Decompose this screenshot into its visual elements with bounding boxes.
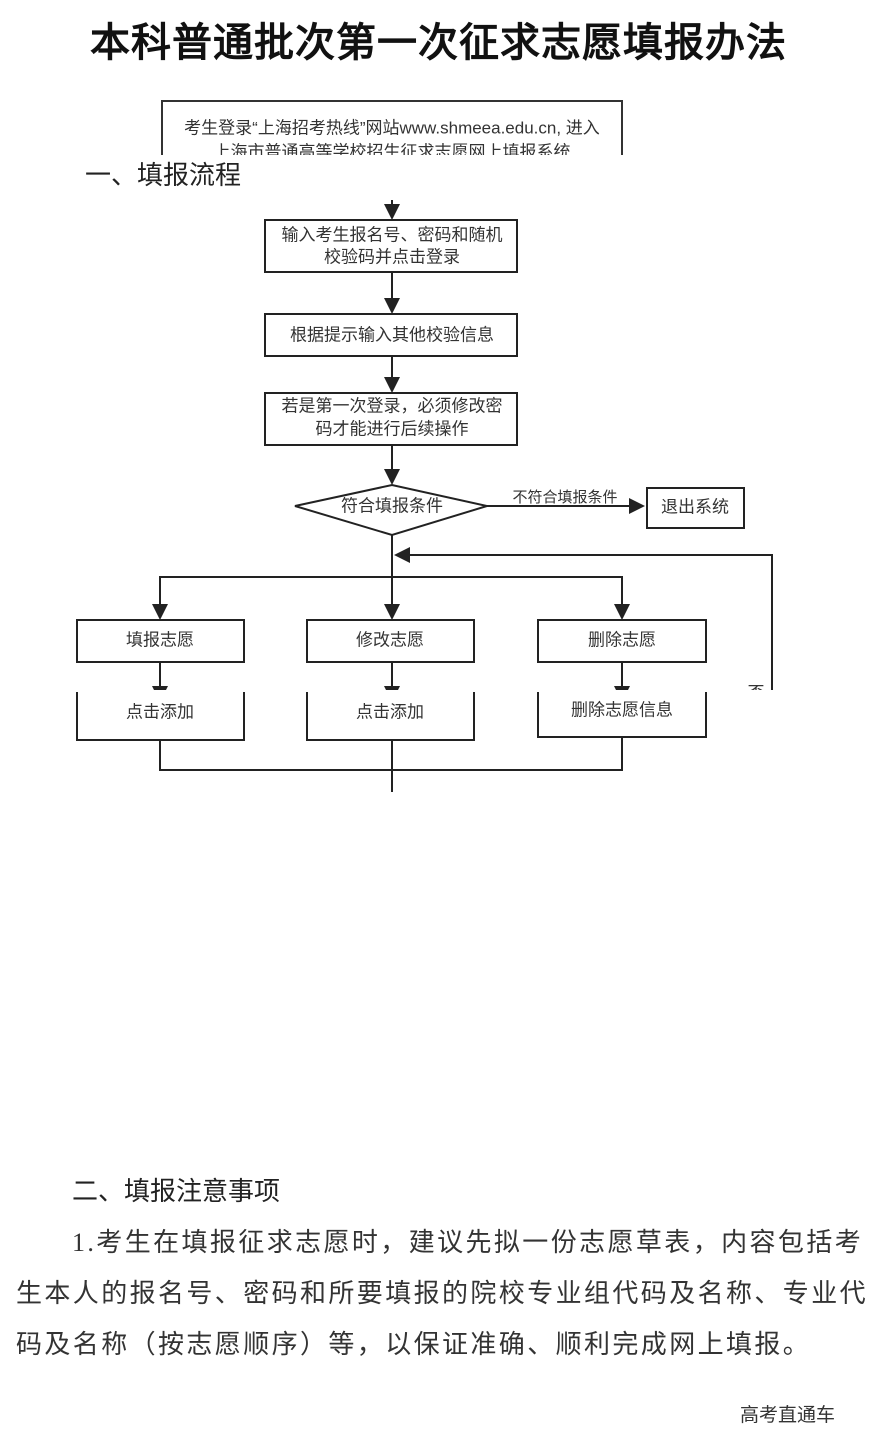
section2-heading: 二、填报注意事项 bbox=[72, 1176, 281, 1206]
flow-modify-action-text: 点击添加 bbox=[356, 702, 424, 721]
flow-step1-box bbox=[264, 219, 518, 273]
flow-delete-action-text: 删除志愿信息 bbox=[571, 700, 673, 719]
flow-delete-box bbox=[537, 619, 707, 663]
flow-modify-text: 修改志愿 bbox=[356, 630, 424, 649]
flow-modify-box bbox=[306, 619, 475, 663]
paragraph-line: 码及名称（按志愿顺序）等，以保证准确、顺利完成网上填报。 bbox=[16, 1330, 812, 1359]
flow-step2-text: 根据提示输入其他校验信息 bbox=[290, 325, 494, 344]
flow-decision-text: 符合填报条件 bbox=[341, 496, 443, 515]
flow-start-line2: 上海市普通高等学校招生征求志愿网上填报系统 bbox=[214, 142, 571, 161]
flow-exit-box bbox=[646, 487, 745, 529]
flow-step1-line1: 输入考生报名号、密码和随机 bbox=[282, 225, 503, 244]
flow-modify-action-box bbox=[306, 692, 475, 741]
flow-fill-action-text: 点击添加 bbox=[126, 702, 194, 721]
flow-fill-text: 填报志愿 bbox=[126, 630, 194, 649]
flow-delete-text: 删除志愿 bbox=[588, 630, 656, 649]
paragraph-line: 生本人的报名号、密码和所要填报的院校专业组代码及名称、专业代 bbox=[16, 1279, 869, 1308]
flow-step3-line1: 若是第一次登录，必须修改密 bbox=[282, 396, 503, 415]
flow-loop-line bbox=[394, 547, 773, 690]
flow-loop-label: 否 bbox=[748, 683, 765, 702]
flow-step1-line2: 校验码并点击登录 bbox=[324, 247, 460, 266]
flow-start-box: 考生登录“上海招考热线”网站www.shmeea.edu.cn, 进入 上海市普… bbox=[161, 100, 623, 161]
flow-no-label: 不符合填报条件 bbox=[512, 489, 617, 506]
flow-step2-box bbox=[264, 313, 518, 357]
flowchart: 考生登录“上海招考热线”网站www.shmeea.edu.cn, 进入 上海市普… bbox=[76, 100, 773, 792]
flow-start-line1: 考生登录“上海招考热线”网站www.shmeea.edu.cn, 进入 bbox=[184, 118, 600, 137]
flow-step3-line2: 码才能进行后续操作 bbox=[316, 419, 469, 438]
section1-heading: 一、填报流程 bbox=[85, 155, 248, 192]
page-title: 本科普通批次第一次征求志愿填报办法 bbox=[90, 20, 787, 65]
flow-branch-line bbox=[159, 576, 623, 618]
paragraph-line: 1.考生在填报征求志愿时，建议先拟一份志愿草表，内容包括考 bbox=[72, 1228, 864, 1257]
flow-fill-box bbox=[76, 619, 245, 663]
watermark-footer: 高考直通车 bbox=[740, 1405, 836, 1426]
flow-exit-text: 退出系统 bbox=[661, 497, 729, 516]
